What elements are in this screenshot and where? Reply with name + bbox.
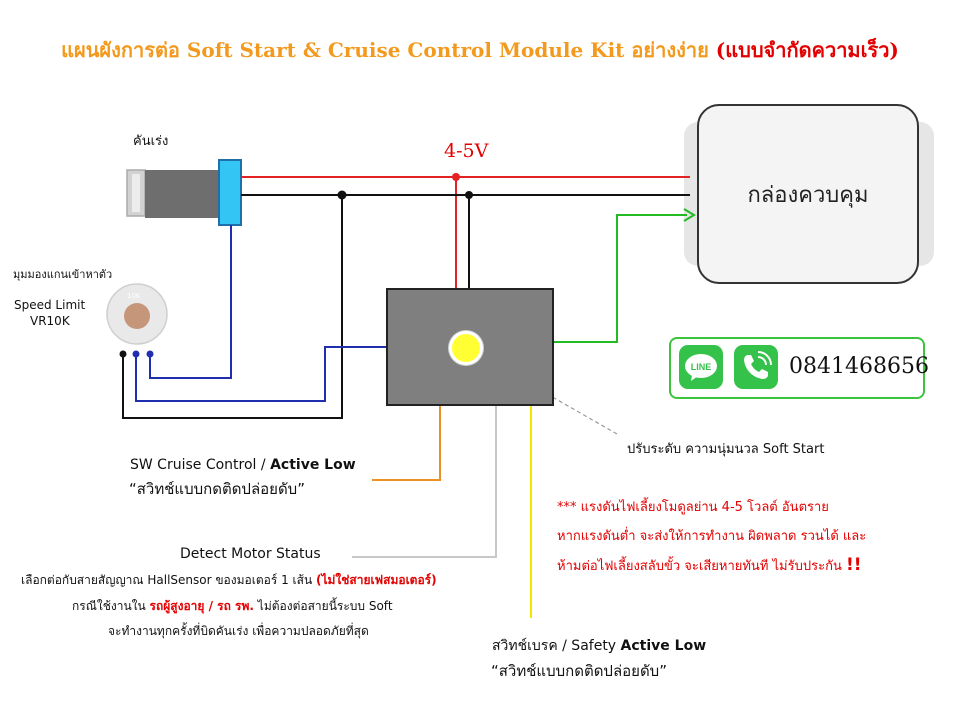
soft-start-adjust-label: ปรับระดับ ความนุ่มนวล Soft Start: [627, 442, 825, 457]
warning-exclaim: !!: [845, 555, 862, 575]
green-output-wire: [554, 208, 696, 343]
brake-desc: “สวิทช์แบบกดติดปล่อยดับ”: [491, 662, 667, 680]
contact-box: [669, 337, 925, 399]
cruise-desc: “สวิทช์แบบกดติดปล่อยดับ”: [129, 480, 305, 498]
motor-line2-a: กรณีใช้งานใน: [72, 599, 150, 613]
orange-cruise-wire: [372, 406, 441, 481]
vr-label: VR10K: [30, 314, 70, 328]
motor-line2-highlight: รถผู้สูงอายุ / รถ รพ.: [149, 599, 254, 613]
pot-marking: 10K: [127, 292, 141, 300]
pot-view-note: มุมมองแกนเข้าหาตัว: [13, 268, 113, 281]
warning-block: *** แรงดันไฟเลี้ยงโมดูลย่าน 4-5 โวลต์ อั…: [557, 493, 866, 581]
soft-start-trim-knob: [449, 331, 483, 365]
motor-line2: กรณีใช้งานใน รถผู้สูงอายุ / รถ รพ. ไม่ต้…: [72, 597, 393, 616]
motor-line1-text: เลือกต่อกับสายสัญญาณ HallSensor ของมอเตอ…: [21, 573, 316, 587]
black-ground-wire: [122, 190, 690, 419]
gray-motor-wire: [352, 406, 497, 558]
line-icon-text: LINE: [691, 362, 712, 372]
voltage-label: 4-5V: [444, 140, 489, 162]
throttle-body: [126, 159, 242, 226]
warning-line1: *** แรงดันไฟเลี้ยงโมดูลย่าน 4-5 โวลต์ อั…: [557, 500, 829, 515]
title-main: แผนผังการต่อ Soft Start & Cruise Control…: [61, 38, 709, 62]
brake-title: สวิทช์เบรค / Safety Active Low: [492, 635, 706, 657]
cruise-title: SW Cruise Control / Active Low: [130, 457, 356, 473]
speed-limit-label: Speed Limit: [14, 298, 86, 312]
potentiometer: [106, 283, 168, 358]
motor-line1-warning: (ไม่ใช่สายเฟสมอเตอร์): [316, 573, 437, 587]
cruise-mode: Active Low: [270, 457, 356, 473]
line-app-icon: LINE: [679, 345, 723, 389]
motor-line1: เลือกต่อกับสายสัญญาณ HallSensor ของมอเตอ…: [21, 571, 437, 590]
throttle-label: คันเร่ง: [133, 134, 169, 149]
phone-icon: [734, 345, 778, 389]
red-power-wire: [241, 173, 690, 288]
diagram-title: แผนผังการต่อ Soft Start & Cruise Control…: [0, 34, 960, 66]
title-speed-limit: (แบบจำกัดความเร็ว): [715, 38, 899, 62]
brake-mode: Active Low: [620, 638, 707, 654]
warning-line3-text: ห้ามต่อไฟเลี้ยงสลับขั้ว จะเสียหายทันที ไ…: [557, 559, 846, 574]
control-box-label: กล่องควบคุม: [747, 182, 869, 208]
brake-title-text: สวิทช์เบรค / Safety: [492, 638, 621, 654]
warning-line2: หากแรงดันต่ำ จะส่งให้การทำงาน ผิดพลาด รว…: [557, 529, 867, 544]
cruise-title-text: SW Cruise Control /: [130, 457, 271, 473]
control-box: กล่องควบคุม: [697, 104, 919, 284]
motor-line2-c: ไม่ต้องต่อสายนี้ระบบ Soft: [253, 599, 393, 613]
warning-line3: ห้ามต่อไฟเลี้ยงสลับขั้ว จะเสียหายทันที ไ…: [557, 551, 866, 581]
motor-title: Detect Motor Status: [180, 546, 321, 562]
blue-signal-wires: [135, 225, 386, 402]
phone-number: 0841468656: [789, 354, 929, 379]
motor-line3: จะทำงานทุกครั้งที่บิดคันเร่ง เพื่อความปล…: [108, 624, 369, 638]
